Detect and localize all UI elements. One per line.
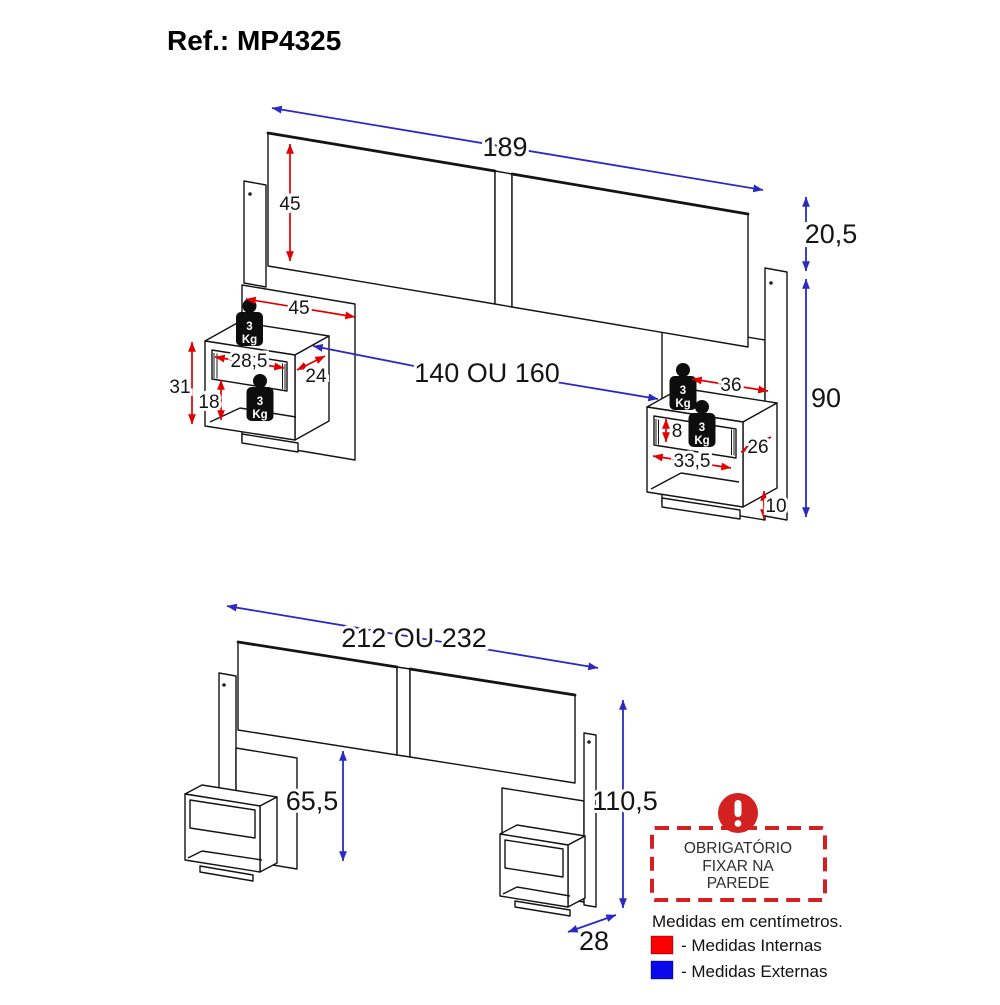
nightstand-side-face xyxy=(259,796,278,873)
page-title: Ref.: MP4325 xyxy=(167,25,341,56)
headboard-panel-right xyxy=(409,668,576,784)
warning-line1: OBRIGATÓRIO xyxy=(684,840,792,857)
nightstand-side-face xyxy=(567,835,586,908)
weight-value: 3 xyxy=(246,321,252,333)
dim-shelf-drop: 65,5 xyxy=(286,786,339,816)
arrow-bed-width-left xyxy=(312,344,420,368)
dim-headboard-width: 189 xyxy=(482,132,527,162)
weight-value: 3 xyxy=(680,385,686,397)
dim-drawer-height: 8 xyxy=(672,421,683,442)
nightstand-side-face xyxy=(294,335,330,441)
exclamation-icon xyxy=(718,793,758,833)
dim-headboard-width: 212 OU 232 xyxy=(341,623,487,653)
dim-section-width: 45 xyxy=(288,298,309,319)
dim-base-height: 10 xyxy=(765,496,786,517)
screw-hole-icon xyxy=(248,192,252,196)
warning-line2: FIXAR NA xyxy=(702,858,774,875)
arrow-depth xyxy=(567,914,617,933)
nightstand-bottom-left xyxy=(184,784,278,882)
external-color-swatch xyxy=(650,960,674,980)
arrow-depth-right xyxy=(740,436,772,453)
dim-drawer-width: 28,5 xyxy=(231,351,268,372)
legend: Medidas em centímetros. - Medidas Intern… xyxy=(650,912,843,981)
arrow-headboard-width xyxy=(271,105,764,193)
dim-total-height: 110,5 xyxy=(592,786,658,816)
dim-panel-height: 45 xyxy=(279,194,300,215)
left-wall-strip xyxy=(243,180,267,288)
arrow-section-width xyxy=(245,296,356,320)
dim-depth: 28 xyxy=(579,926,609,956)
shelf-floor-edge xyxy=(187,850,203,859)
arrow-depth-left xyxy=(296,355,326,371)
weight-3kg-icon: 3 Kg xyxy=(669,363,697,410)
arrow-bed-width-right xyxy=(555,381,659,402)
internal-color-swatch xyxy=(650,935,674,955)
dim-shelf-height: 18 xyxy=(198,392,219,413)
nightstand-base xyxy=(661,497,741,520)
dim-total-height: 90 xyxy=(811,383,841,413)
nightstand-bottom-right xyxy=(499,824,586,917)
shelf-floor-edge xyxy=(650,472,682,490)
legend-note: Medidas em centímetros. xyxy=(652,912,843,931)
weight-3kg-icon: 3 Kg xyxy=(688,400,716,447)
weight-unit: Kg xyxy=(252,409,267,421)
arrow-top-width-right xyxy=(691,376,769,394)
headboard-panel-left xyxy=(237,641,398,756)
legend-external-label: - Medidas Externas xyxy=(681,962,827,981)
drawer-front xyxy=(189,799,256,839)
screw-hole-icon xyxy=(587,740,591,744)
dim-depth-right: 26 xyxy=(747,437,768,458)
right-wall-strip xyxy=(583,732,597,908)
arrow-headboard-width xyxy=(226,603,599,671)
arrow-shelf-width-right xyxy=(652,453,732,471)
weight-unit: Kg xyxy=(694,435,709,447)
top-diagram: 3 Kg 3 Kg 3 Kg 3 Kg 189 20,5 90 xyxy=(166,105,860,521)
screw-hole-icon xyxy=(769,281,773,285)
shelf-floor-edge xyxy=(209,407,241,423)
headboard-divider xyxy=(494,170,513,308)
dim-bed-width: 140 OU 160 xyxy=(414,358,560,388)
weight-3kg-icon: 3 Kg xyxy=(246,374,274,421)
shelf-floor-edge xyxy=(502,886,518,895)
arrow-drawer-width xyxy=(214,354,285,371)
dim-nightstand-height: 31 xyxy=(169,377,190,398)
shelf-floor-edge xyxy=(516,886,571,897)
weight-value: 3 xyxy=(257,396,263,408)
weight-value: 3 xyxy=(699,422,705,434)
legend-internal-label: - Medidas Internas xyxy=(681,936,822,955)
dim-top-width-right: 36 xyxy=(720,375,741,396)
panel-top-edge xyxy=(408,667,577,697)
weight-unit: Kg xyxy=(242,334,257,346)
warning-box-border xyxy=(650,826,827,902)
nightstand-base xyxy=(241,433,299,453)
headboard-panel-right xyxy=(511,173,749,348)
shelf-floor-edge xyxy=(201,850,263,861)
dim-gap-top: 20,5 xyxy=(805,219,858,249)
dim-depth-left: 24 xyxy=(305,366,327,387)
drawer-front xyxy=(504,839,564,878)
warning-line3: PAREDE xyxy=(707,875,770,892)
headboard-divider xyxy=(396,666,411,758)
weight-unit: Kg xyxy=(675,398,690,410)
dim-shelf-width-right: 33,5 xyxy=(674,451,711,472)
headboard-panel-left xyxy=(267,132,496,305)
wall-fixing-warning: OBRIGATÓRIO FIXAR NA PAREDE xyxy=(650,793,827,902)
bottom-diagram: 212 OU 232 65,5 110,5 28 xyxy=(184,603,661,959)
shelf-floor-edge xyxy=(680,472,740,483)
nightstand-base xyxy=(199,865,254,882)
screw-hole-icon xyxy=(222,683,226,687)
